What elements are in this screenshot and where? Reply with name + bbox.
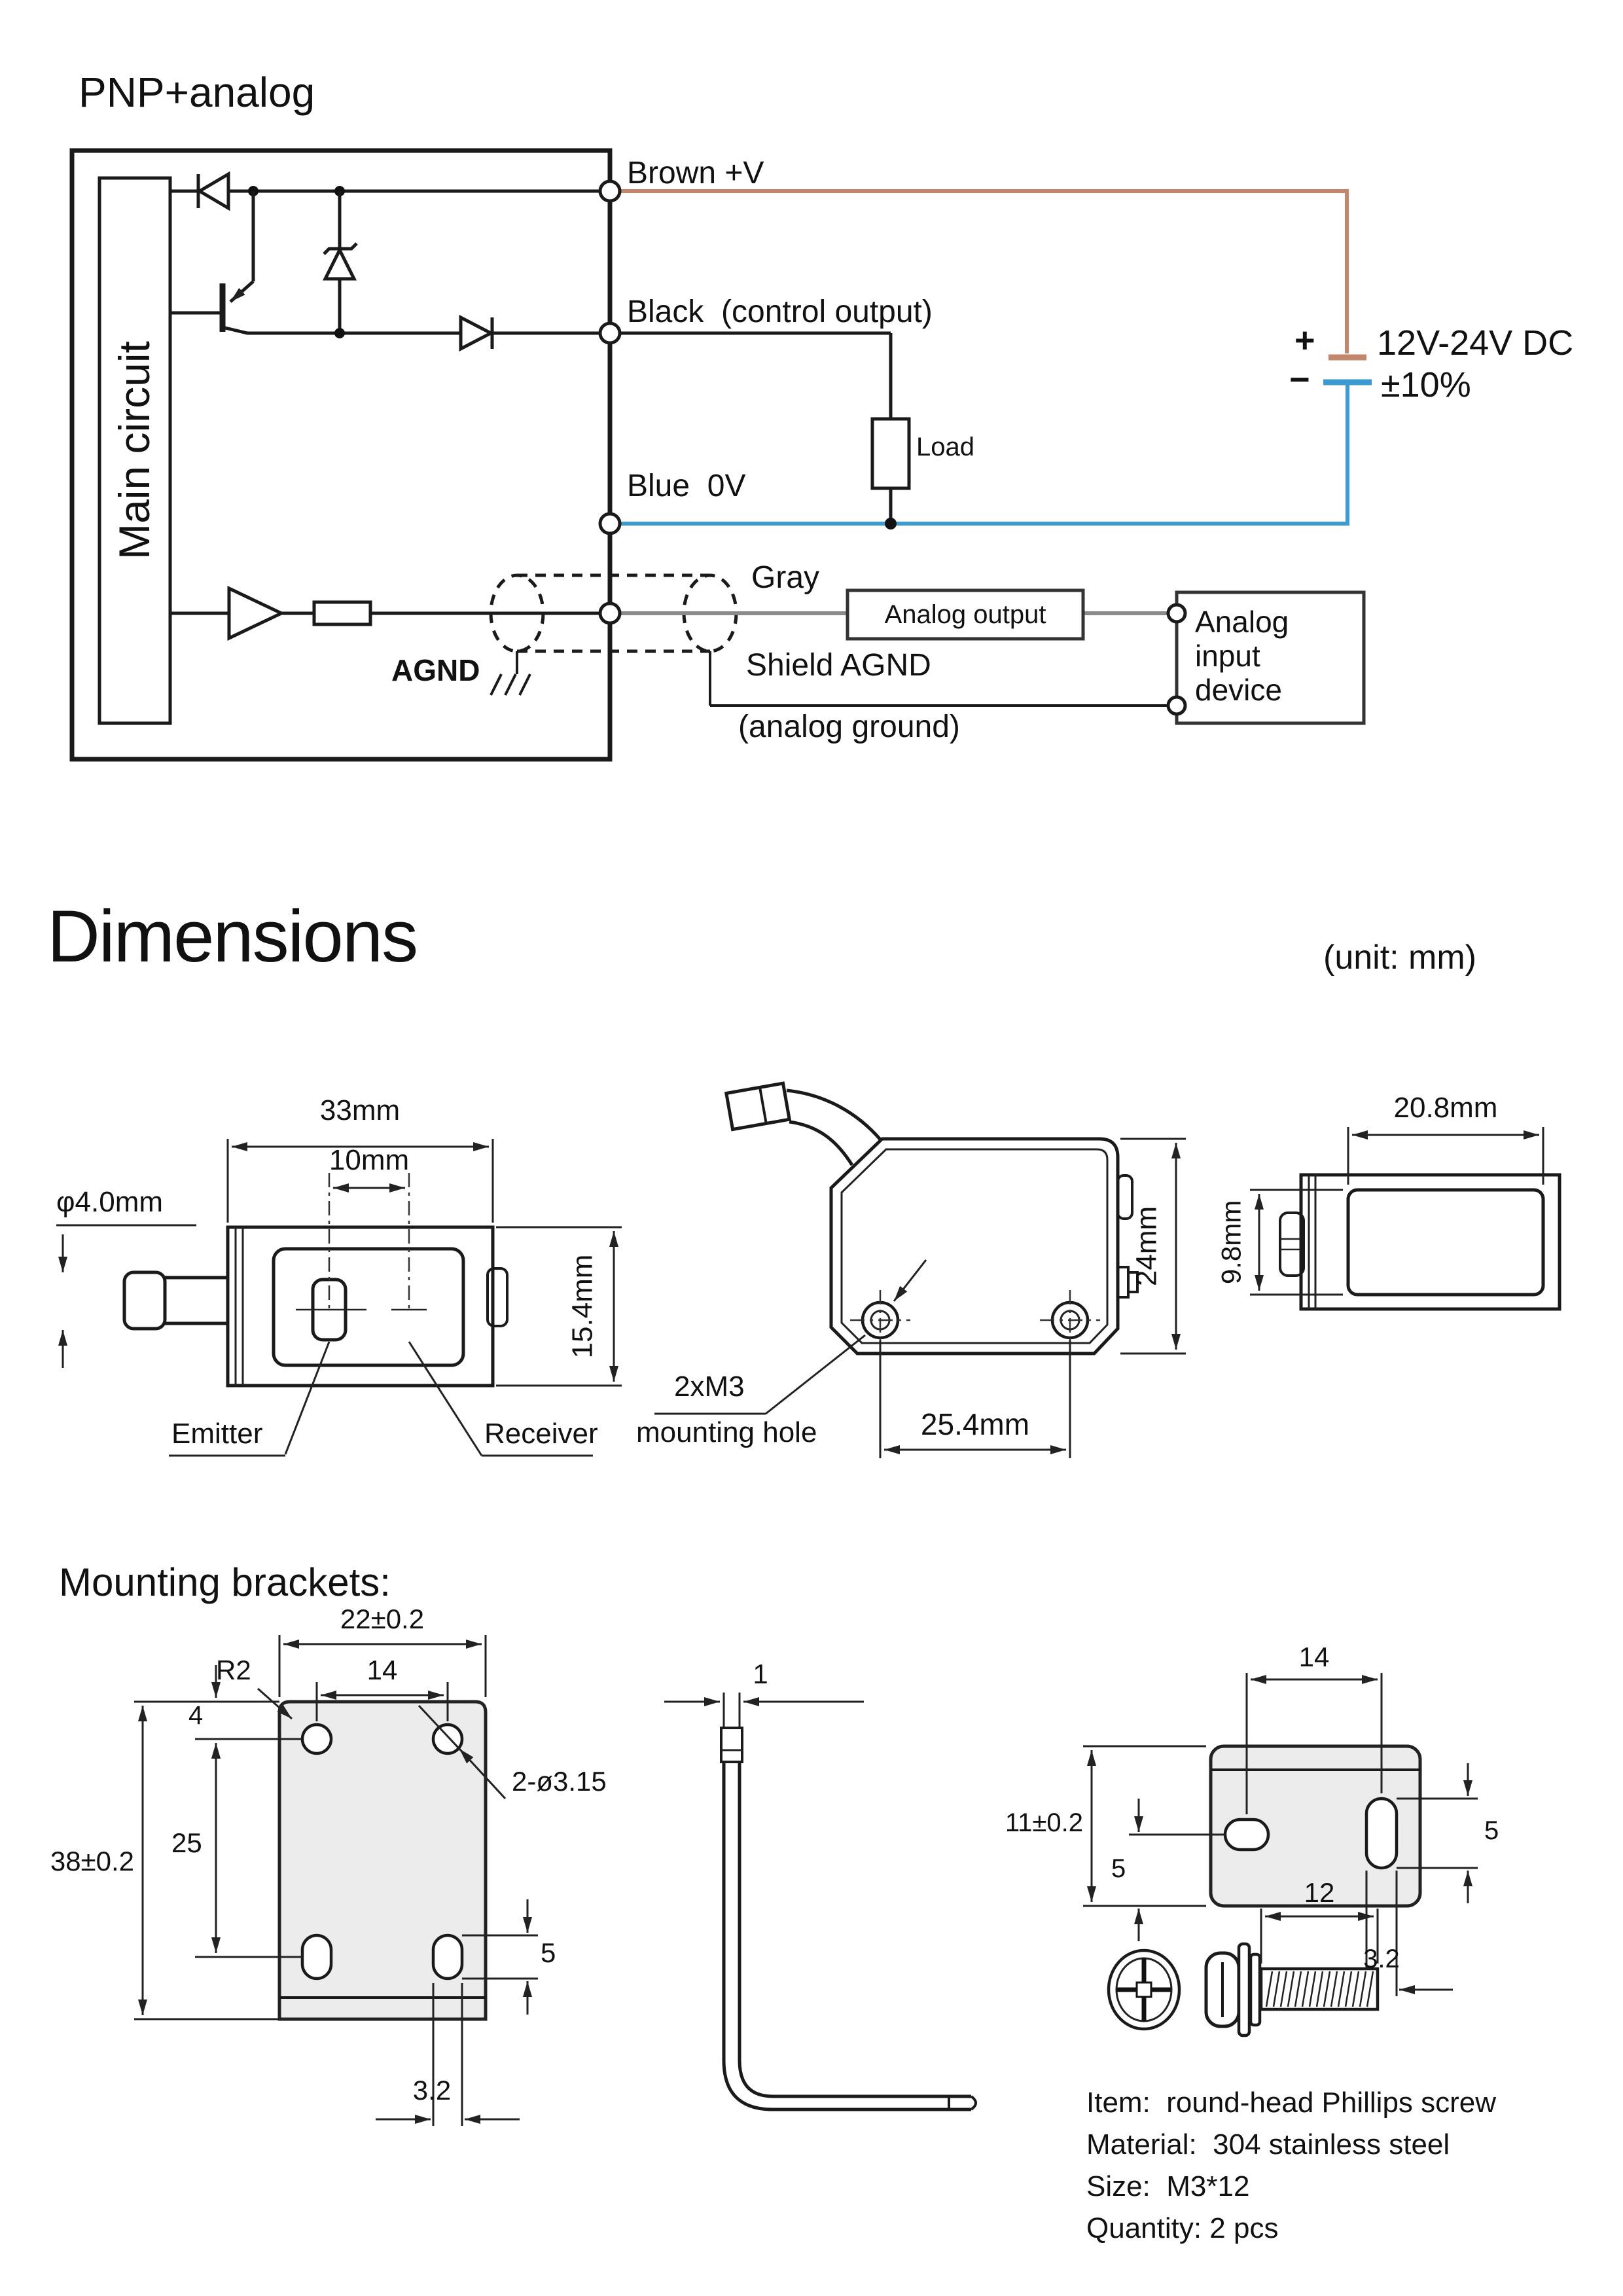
screw-quantity-text: Quantity: 2 pcs: [1086, 2212, 1279, 2244]
bracket-slot5-dim: 5: [541, 1937, 556, 1968]
bracket-top-pitch-dim: 14: [1298, 1641, 1330, 1672]
circuit-title: PNP+analog: [79, 69, 315, 116]
analog-output-label: Analog output: [884, 600, 1046, 629]
dim-cable-diameter: φ4.0mm: [56, 1186, 164, 1218]
top-view-drawing: [1250, 1127, 1561, 1311]
bracket-width-dim: 22±0.2: [340, 1604, 425, 1634]
screw-size-text: Size: M3*12: [1086, 2170, 1250, 2202]
dim-side-height: 24mm: [1130, 1206, 1163, 1287]
mounting-hole-note-1: 2xM3: [674, 1371, 745, 1403]
screw-material-text: Material: 304 stainless steel: [1086, 2128, 1450, 2161]
battery-minus-sign: −: [1289, 360, 1310, 399]
dim-top-width: 20.8mm: [1393, 1092, 1498, 1124]
unit-note: (unit: mm): [1323, 939, 1476, 977]
bracket-pitch25-dim: 25: [171, 1827, 202, 1858]
bracket-radius-dim: R2: [216, 1655, 251, 1685]
dim-hole-pitch: 25.4mm: [920, 1407, 1030, 1441]
bracket-front-drawing: [134, 1635, 538, 2126]
load-label: Load: [916, 433, 974, 461]
gray-wire-label: Gray: [751, 560, 820, 595]
bracket-top-off5r-dim: 5: [1484, 1816, 1499, 1845]
brown-wire-label: Brown +V: [627, 156, 764, 190]
mounting-hole-note-2: mounting hole: [636, 1416, 817, 1448]
bracket-slot32-dim: 3.2: [412, 2075, 452, 2106]
bracket-top-height-dim: 11±0.2: [1005, 1808, 1083, 1837]
screw-item-text: Item: round-head Phillips screw: [1086, 2087, 1497, 2119]
blue-wire-label: Blue 0V: [627, 469, 746, 503]
front-view-drawing: [56, 1139, 622, 1457]
dim-front-height: 15.4mm: [566, 1254, 599, 1359]
bracket-thickness-dim: 1: [753, 1659, 768, 1689]
bracket-top-off5l-dim: 5: [1111, 1854, 1126, 1883]
screw-drawing: [1107, 1909, 1380, 2037]
bracket-pitch-dim: 14: [366, 1655, 398, 1685]
shield-agnd-label: Shield AGND: [746, 648, 931, 683]
side-view-drawing: [654, 1081, 1186, 1458]
analog-input-device-label: Analog input device: [1195, 605, 1289, 707]
bracket-top-slot32-dim: 3.2: [1363, 1945, 1400, 1973]
bracket-side-drawing: [664, 1693, 977, 2111]
receiver-label: Receiver: [484, 1418, 598, 1450]
bracket-holes-dim: 2-ø3.15: [512, 1766, 607, 1797]
battery-plus-sign: +: [1294, 321, 1315, 360]
circuit-wiring: [69, 148, 1372, 762]
main-circuit-label: Main circuit: [110, 341, 159, 560]
dimensions-title: Dimensions: [47, 895, 418, 977]
brackets-title: Mounting brackets:: [59, 1560, 391, 1604]
emitter-label: Emitter: [171, 1418, 263, 1450]
supply-voltage-label: 12V-24V DC: [1377, 323, 1574, 363]
supply-tolerance-label: ±10%: [1381, 365, 1471, 404]
bracket-top-drawing: [1083, 1673, 1478, 1996]
bracket-height-dim: 38±0.2: [50, 1846, 134, 1876]
agnd-label: AGND: [391, 653, 480, 687]
dim-front-width: 33mm: [319, 1094, 401, 1126]
dim-top-height: 9.8mm: [1215, 1200, 1247, 1285]
screw-length-dim: 12: [1304, 1877, 1335, 1908]
bracket-offset4-dim: 4: [188, 1701, 204, 1730]
analog-ground-label: (analog ground): [738, 709, 960, 744]
dim-front-pitch: 10mm: [329, 1144, 410, 1176]
black-wire-label: Black (control output): [627, 295, 933, 329]
